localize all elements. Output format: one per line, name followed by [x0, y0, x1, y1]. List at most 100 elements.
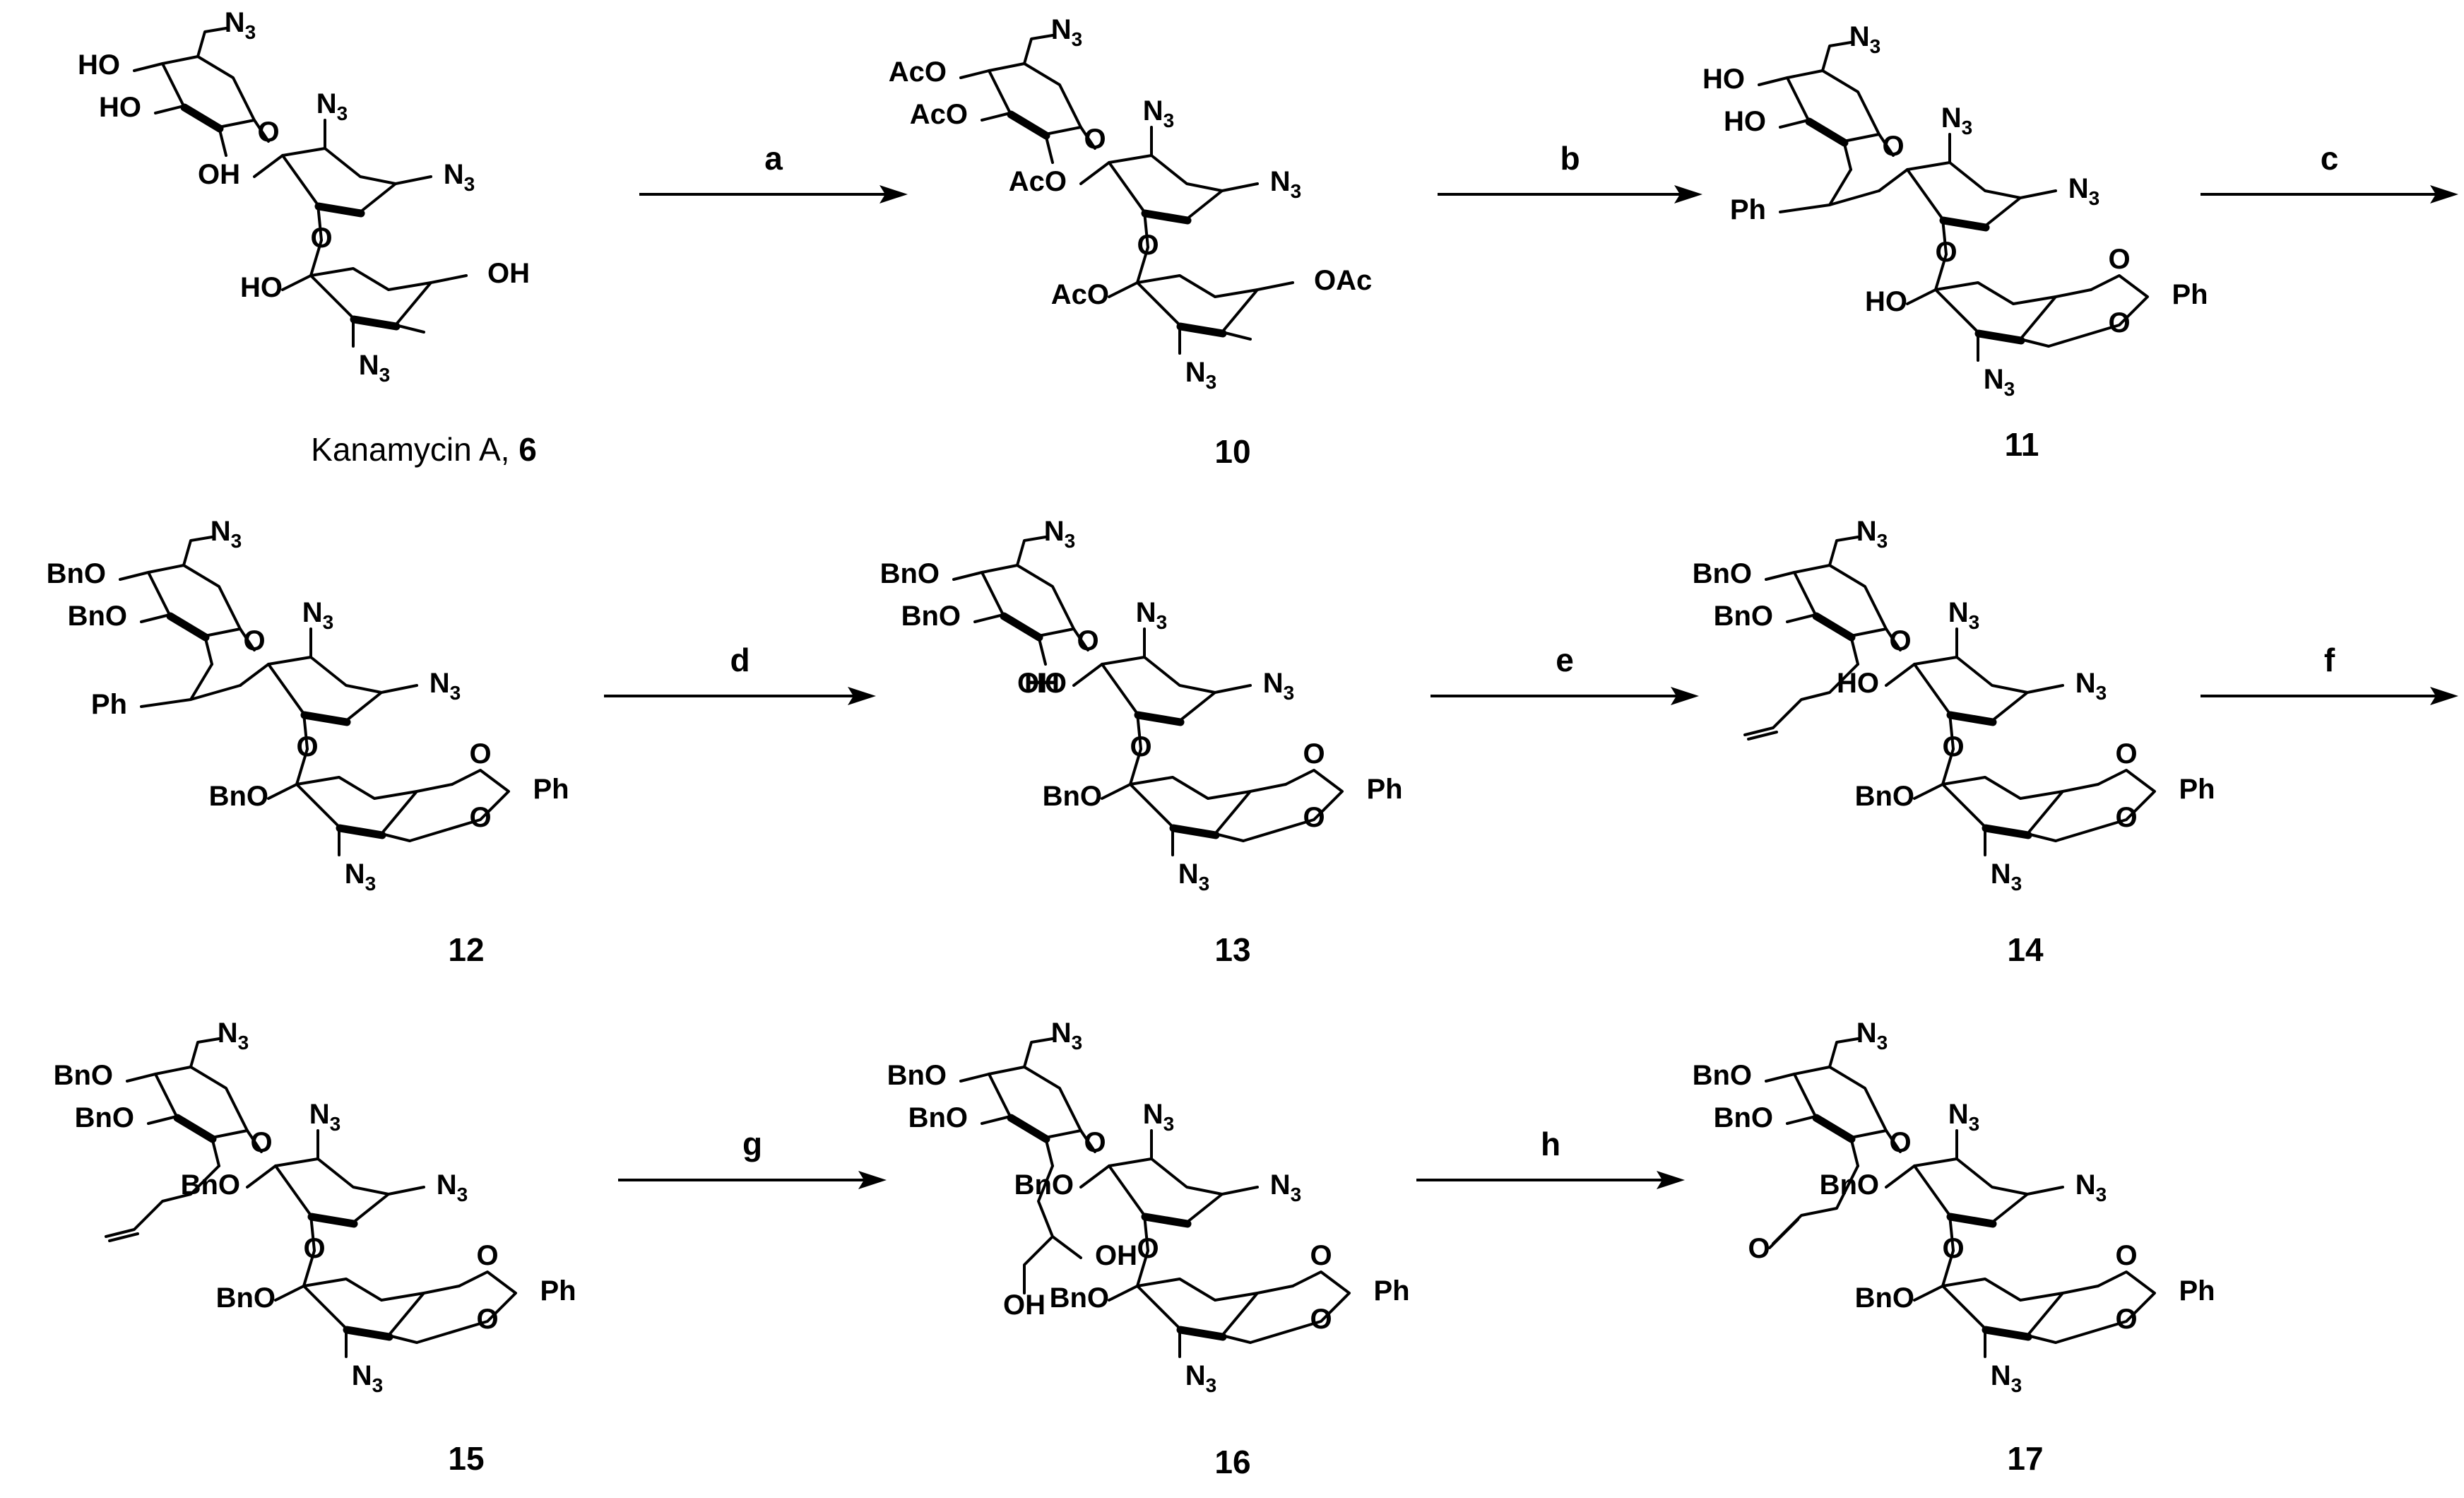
bond	[309, 267, 432, 326]
atom-label: BnO	[54, 1060, 113, 1091]
arrow-head	[848, 687, 876, 705]
bond	[140, 613, 171, 623]
atom-label: AcO	[1009, 166, 1067, 197]
atom-label: N3	[1991, 1360, 2022, 1396]
atom-label: N3	[1984, 364, 2015, 400]
bond	[1828, 1037, 1859, 1068]
bond	[1906, 288, 1937, 305]
atom-label: BnO	[1693, 1060, 1752, 1091]
bond	[1141, 209, 1192, 225]
bond	[1214, 684, 1252, 694]
atom-label: BnO	[1043, 781, 1102, 812]
compound-label: 15	[448, 1440, 484, 1477]
atom-label: N3	[2075, 668, 2107, 704]
atom-label: O	[2115, 802, 2137, 833]
bond	[430, 274, 468, 284]
bond	[1256, 1285, 1294, 1294]
bond	[2054, 769, 2156, 842]
compound-label: 17	[2007, 1440, 2043, 1477]
reaction-arrow-h: h	[1416, 1126, 1685, 1189]
bond	[253, 119, 270, 143]
bond	[307, 1213, 358, 1228]
bond	[380, 832, 411, 842]
bond	[1743, 663, 1859, 736]
bond	[1101, 783, 1132, 800]
atom-label: HO	[1702, 64, 1745, 95]
bond	[147, 564, 242, 637]
bond	[1982, 1326, 2032, 1341]
atom-label: O	[1303, 738, 1325, 769]
reaction-arrow-g: g	[618, 1126, 887, 1189]
atom-label: N3	[1941, 102, 1972, 138]
atom-label: BnO	[181, 1169, 240, 1201]
bond	[1176, 322, 1227, 338]
atom-label: N3	[1136, 597, 1167, 633]
atom-label: N3	[430, 668, 461, 704]
atom-label: BnO	[1855, 781, 1914, 812]
atom-label: HO	[240, 272, 283, 303]
atom-label: N3	[1051, 1018, 1082, 1054]
bond	[1941, 776, 2064, 835]
atom-label: N3	[1270, 166, 1301, 202]
atom-label: N3	[1856, 516, 1888, 552]
atom-label: O	[2115, 1240, 2137, 1271]
atom-label: N3	[1143, 95, 1174, 131]
bond	[309, 239, 323, 277]
bond	[1934, 253, 1948, 291]
bond	[1108, 154, 1224, 220]
bond	[182, 536, 213, 567]
bond	[302, 1249, 316, 1287]
bond	[2054, 1270, 2156, 1344]
bond	[1779, 119, 1810, 129]
bond	[1143, 1214, 1149, 1252]
bond	[1779, 168, 1852, 213]
atom-label: N3	[345, 859, 376, 895]
bond	[1249, 1270, 1351, 1344]
bond	[1169, 824, 1220, 839]
bond	[1765, 1073, 1796, 1083]
atom-label: O	[1303, 802, 1325, 833]
atom-label: O	[2108, 244, 2130, 275]
atom-label: BnO	[1693, 558, 1752, 589]
bond	[1079, 1164, 1110, 1189]
bond	[1786, 69, 1880, 143]
compound-label: 13	[1214, 931, 1250, 968]
atom-label: Ph	[2172, 279, 2208, 310]
bond	[1934, 281, 2057, 341]
atom-label: N3	[444, 159, 475, 195]
bond	[1821, 41, 1852, 72]
atom-label: N3	[2075, 1169, 2107, 1205]
bond	[415, 1270, 517, 1344]
step-label: b	[1560, 140, 1580, 177]
arrow-head	[858, 1171, 887, 1189]
atom-label: N3	[1948, 1099, 1979, 1135]
bond	[1016, 536, 1047, 567]
bond	[1108, 1285, 1139, 1302]
step-label: g	[742, 1126, 762, 1162]
bond	[1878, 133, 1895, 157]
atom-label: Ph	[1366, 774, 1402, 805]
bond	[173, 1114, 217, 1143]
bond	[380, 684, 418, 694]
bond	[1948, 712, 1955, 750]
arrow-head	[2430, 185, 2458, 204]
bond	[1221, 182, 1259, 192]
atom-label: OAc	[1314, 265, 1372, 296]
atom-label: HO	[78, 49, 120, 81]
bond	[1878, 168, 1909, 192]
atom-label: N3	[1178, 859, 1209, 895]
bond	[1747, 731, 1778, 741]
atom-label: O	[250, 1127, 272, 1158]
bond	[415, 783, 454, 793]
bond	[246, 1164, 277, 1189]
compound-label: 12	[448, 931, 484, 968]
bond	[189, 1037, 220, 1068]
arrow-head	[1674, 185, 1702, 204]
bond	[189, 684, 242, 701]
atom-label: N3	[1856, 1018, 1888, 1054]
